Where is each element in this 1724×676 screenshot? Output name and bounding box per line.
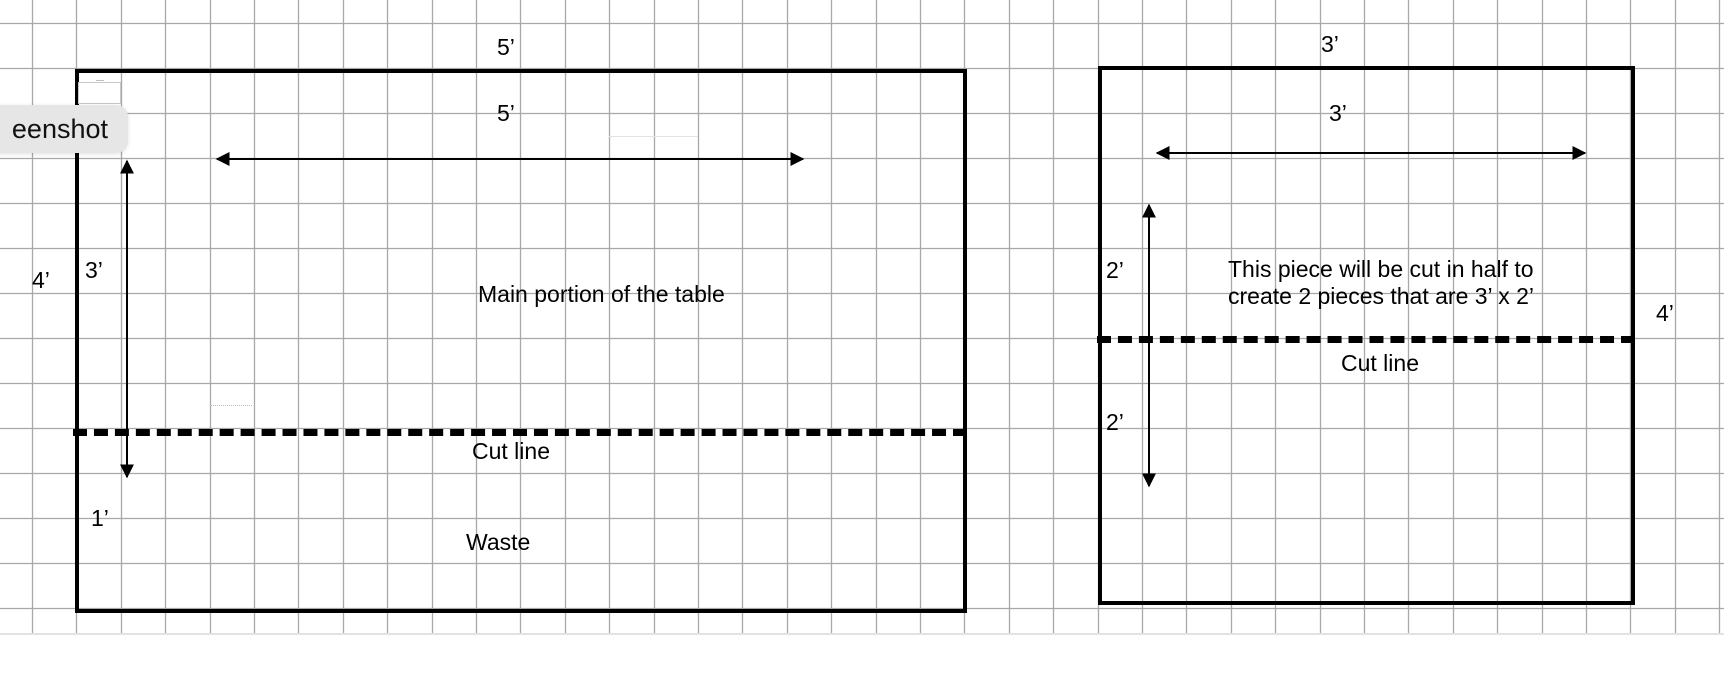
- right-board-outline[interactable]: [1098, 66, 1635, 605]
- left-bottom-dimension[interactable]: 1’: [91, 505, 109, 531]
- right-cut-line-label[interactable]: Cut line: [1341, 350, 1419, 376]
- left-side-dimension-outer[interactable]: 4’: [32, 267, 50, 293]
- left-top-dimension-inner[interactable]: 5’: [497, 100, 515, 126]
- right-upper-dimension[interactable]: 2’: [1106, 257, 1124, 283]
- canvas-bottom-border: [0, 633, 1724, 635]
- left-cut-line[interactable]: [73, 429, 967, 436]
- faint-dotted-guide: [210, 405, 252, 406]
- small-handle: [96, 80, 104, 81]
- drawing-canvas[interactable]: 5’ 5’ 4’ 3’ Main portion of the table Cu…: [0, 0, 1724, 633]
- right-note-line-1[interactable]: This piece will be cut in half to: [1228, 256, 1534, 282]
- left-cut-line-label[interactable]: Cut line: [472, 438, 550, 464]
- screenshot-tooltip: eenshot: [0, 105, 128, 153]
- tooltip-label: eenshot: [11, 114, 108, 144]
- left-board-outline[interactable]: [75, 69, 967, 613]
- faint-guide-line: [609, 136, 698, 137]
- small-placeholder-box[interactable]: [78, 82, 121, 104]
- left-waste-label[interactable]: Waste: [466, 529, 531, 555]
- right-cut-line[interactable]: [1097, 336, 1635, 343]
- right-side-dimension-outer[interactable]: 4’: [1656, 300, 1674, 326]
- left-top-dimension-outer[interactable]: 5’: [497, 34, 515, 60]
- left-main-portion-label[interactable]: Main portion of the table: [478, 281, 725, 307]
- left-side-dimension-inner[interactable]: 3’: [85, 257, 103, 283]
- right-top-dimension-outer[interactable]: 3’: [1321, 31, 1339, 57]
- right-note-line-2[interactable]: create 2 pieces that are 3’ x 2’: [1228, 283, 1534, 309]
- right-lower-dimension[interactable]: 2’: [1106, 409, 1124, 435]
- right-top-dimension-inner[interactable]: 3’: [1329, 100, 1347, 126]
